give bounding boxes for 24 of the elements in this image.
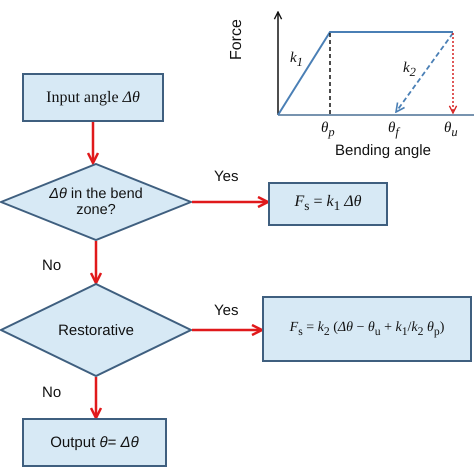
arrow [192, 196, 270, 208]
arrow [90, 377, 102, 420]
formula-box [268, 182, 388, 226]
box-text: Output θ= Δθ [50, 434, 139, 451]
arrow [90, 241, 102, 284]
formula-text: F$_{s}$ = k$_{2}$ (Δθ − θ$_{u}$ + k$_{1}$/k$_{2}$ θ$_{p}$) [290, 320, 444, 338]
decision-diamond [0, 163, 192, 241]
decision-text: Δθ in the bend zone? [48, 186, 144, 218]
slope-label: k$_{2}$ [403, 60, 416, 80]
arrow [86, 122, 100, 164]
decision-diamond [0, 283, 192, 377]
box-text: Input angle Δθ [46, 88, 140, 106]
decision-text: Restorative [58, 322, 134, 338]
output-box [22, 418, 167, 467]
tick-label: θ$_{p}$ [321, 120, 335, 140]
formula-box [262, 296, 472, 362]
axis-label: Bending angle [335, 142, 431, 159]
tick-label: θ$_{u}$ [444, 120, 458, 140]
formula-text: F$_{s}$ = k$_{1}$ Δθ [294, 193, 362, 215]
slope-label: k$_{1}$ [290, 50, 303, 70]
arrow [192, 324, 264, 336]
axis-label: Force [228, 19, 246, 60]
tick-label: θ$_{f}$ [388, 120, 399, 140]
start-box [22, 73, 164, 122]
